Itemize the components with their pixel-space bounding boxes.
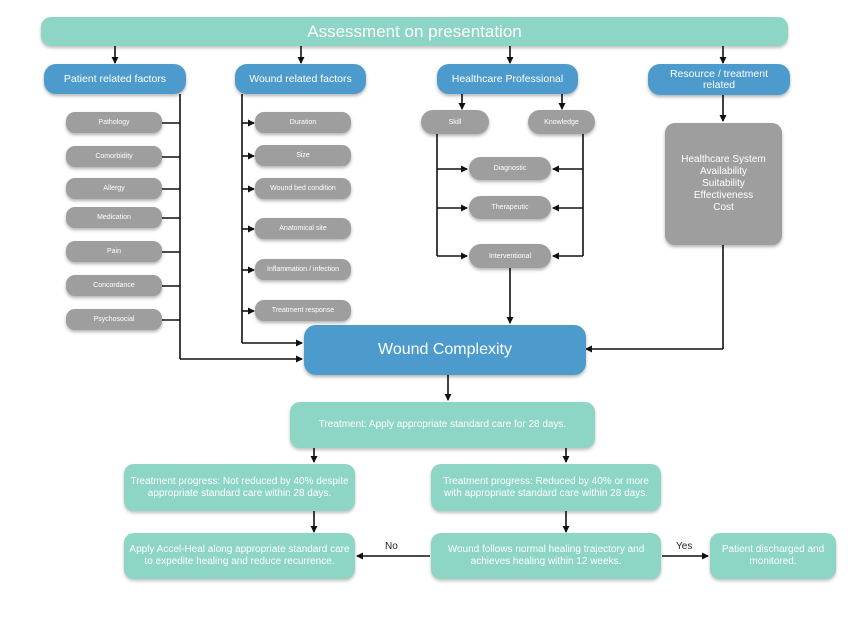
yes-edge-label: Yes [676, 541, 693, 552]
accel-heal-node: Apply Accel-Heal along appropriate stand… [124, 533, 355, 579]
progress-not-reduced-node: Treatment progress: Not reduced by 40% d… [124, 464, 355, 511]
resource-item-suitability: Suitability [702, 178, 745, 189]
resource-item-cost: Cost [713, 202, 734, 213]
wound-complexity-node: Wound Complexity [304, 325, 586, 375]
healthcare-professional-header: Healthcare Professional [437, 64, 578, 94]
interventional-node: Interventional [469, 244, 551, 268]
wound-factors-header: Wound related factors [235, 64, 366, 94]
normal-healing-node: Wound follows normal healing trajectory … [431, 533, 661, 579]
resource-item-healthcare-system: Healthcare System [681, 154, 766, 165]
patient-factor-pain: Pain [66, 241, 162, 262]
wound-factor-duration: Duration [255, 112, 351, 133]
resource-items-box: Healthcare System Availability Suitabili… [665, 123, 782, 245]
patient-factor-concordance: Concordance [66, 275, 162, 296]
patient-factor-pathology: Pathology [66, 112, 162, 133]
wound-factor-anatomical-site: Anatomical site [255, 218, 351, 239]
skill-node: Skill [421, 110, 489, 134]
wound-factor-bed-condition: Wound bed condition [255, 178, 351, 199]
patient-factor-medication: Medication [66, 207, 162, 228]
patient-factor-allergy: Allergy [66, 178, 162, 199]
patient-factor-psychosocial: Psychosocial [66, 309, 162, 330]
progress-reduced-node: Treatment progress: Reduced by 40% or mo… [431, 464, 661, 511]
discharged-node: Patient discharged and monitored. [710, 533, 836, 579]
wound-factor-treatment-response: Treatment response [255, 300, 351, 321]
no-edge-label: No [385, 541, 398, 552]
resource-treatment-header: Resource / treatment related [648, 64, 790, 95]
resource-item-effectiveness: Effectiveness [693, 190, 754, 201]
therapeutic-node: Therapeutic [469, 196, 551, 219]
treatment-node: Treatment: Apply appropriate standard ca… [290, 402, 595, 448]
assessment-title: Assessment on presentation [41, 17, 788, 46]
diagnostic-node: Diagnostic [469, 157, 551, 180]
wound-factor-size: Size [255, 145, 351, 166]
knowledge-node: Knowledge [528, 110, 595, 134]
patient-factor-comorbidity: Comorbidity [66, 146, 162, 167]
resource-item-availability: Availability [699, 166, 748, 177]
patient-factors-header: Patient related factors [44, 64, 186, 94]
wound-factor-inflammation: Inflammation / infection [255, 259, 351, 280]
